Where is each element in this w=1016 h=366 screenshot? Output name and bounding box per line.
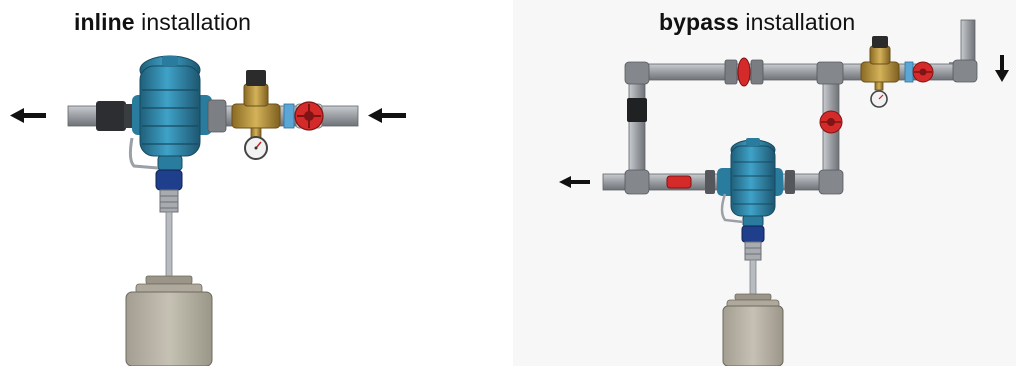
union-fitting (96, 101, 134, 131)
inlet-valve (913, 62, 933, 82)
left-arrow-icon (559, 176, 590, 188)
dosage-adjuster (742, 226, 764, 260)
chemical-container (723, 294, 783, 366)
bypass-installation-diagram (513, 0, 1016, 366)
chemical-container (126, 276, 212, 366)
outlet-valve (667, 176, 691, 188)
bypass-valve (738, 58, 750, 86)
left-arrow-icon (368, 108, 406, 123)
inline-installation-diagram (0, 0, 505, 366)
suction-tube (166, 212, 172, 282)
pipe-fitting (208, 100, 226, 132)
dosing-pump (132, 56, 212, 170)
bypass-pipework (603, 20, 977, 194)
down-arrow-icon (995, 55, 1009, 82)
gauge-icon (871, 91, 887, 107)
inline-installation-panel: inline installation (0, 0, 505, 366)
pressure-regulator (232, 70, 280, 138)
pipe-clamp (905, 62, 913, 82)
bypass-installation-panel: bypass installation (513, 0, 1016, 366)
left-arrow-icon (10, 108, 46, 123)
gauge-icon (245, 137, 267, 159)
dosing-pump (717, 138, 783, 226)
dosage-adjuster (156, 170, 182, 212)
pressure-regulator (861, 36, 899, 90)
pipe-clamp (284, 104, 294, 128)
shutoff-valve (295, 102, 323, 130)
shutoff-valve (820, 111, 842, 133)
